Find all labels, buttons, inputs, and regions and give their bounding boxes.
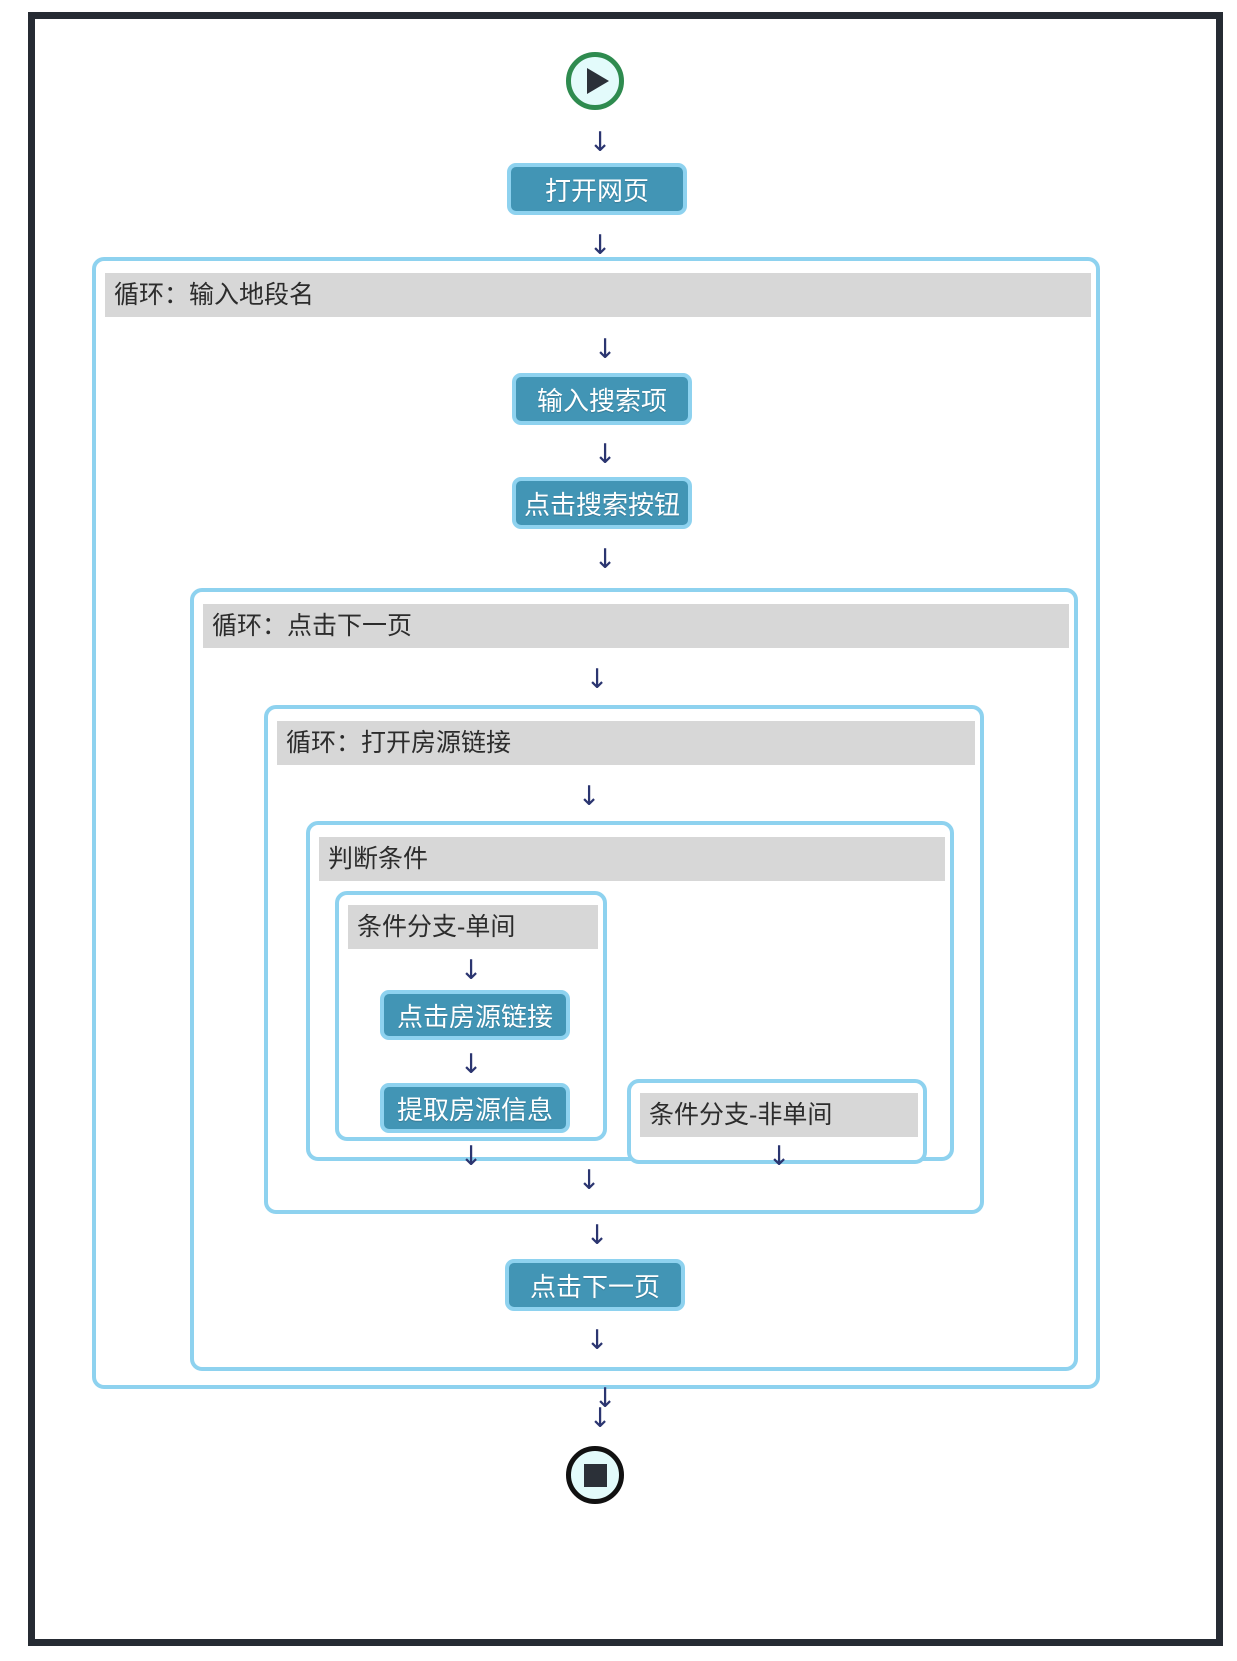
- arrow-extract-info-to-branch-end: ↓: [459, 1141, 483, 1172]
- play-icon: [587, 68, 609, 94]
- condition-container[interactable]: 判断条件 条件分支-单间 ↓ 点击房源链接 ↓ 提取房源信息 ↓: [306, 821, 954, 1170]
- loop-container-open-listing[interactable]: 循环：打开房源链接 ↓ 判断条件 条件分支-单间 ↓ 点击房源链接 ↓: [264, 705, 984, 1214]
- loop-container-district[interactable]: 循环：输入地段名 ↓ 输入搜索项 ↓ 点击搜索按钮 ↓ 循环：点击下一页 ↓ 循…: [92, 257, 1100, 1412]
- arrow-branch-not-single-end: ↓: [767, 1141, 791, 1172]
- step-input-search-term[interactable]: 输入搜索项: [512, 373, 692, 425]
- condition-title: 判断条件: [319, 837, 945, 881]
- step-open-webpage[interactable]: 打开网页: [507, 163, 687, 215]
- arrow-click-next-page-to-loop-end: ↓: [585, 1325, 609, 1356]
- arrow-loop-next-page-to-loop-open-listing: ↓: [585, 664, 609, 695]
- branch-container-not-single-room[interactable]: 条件分支-非单间 ↓: [627, 1079, 927, 1170]
- loop-next-page-title: 循环：点击下一页: [203, 604, 1069, 648]
- step-click-listing-link[interactable]: 点击房源链接: [380, 990, 570, 1040]
- loop-district-title: 循环：输入地段名: [105, 273, 1091, 317]
- loop-open-listing-title: 循环：打开房源链接: [277, 721, 975, 765]
- arrow-open-page-to-loop-district: ↓: [588, 230, 612, 261]
- branch-single-room-title: 条件分支-单间: [348, 905, 598, 949]
- arrow-loop-district-to-end-node: ↓: [588, 1403, 612, 1434]
- arrow-branch-single-to-click-listing: ↓: [459, 955, 483, 986]
- arrow-loop-open-listing-to-condition: ↓: [577, 781, 601, 812]
- branch-not-single-room-title: 条件分支-非单间: [640, 1093, 918, 1137]
- arrow-start-to-open-page: ↓: [588, 127, 612, 158]
- arrow-condition-to-loop-open-listing-end: ↓: [577, 1165, 601, 1196]
- diagram-frame: ↓ 打开网页 ↓ 循环：输入地段名 ↓ 输入搜索项 ↓ 点击搜索按钮 ↓ 循环：…: [28, 12, 1223, 1646]
- arrow-input-search-to-click-search: ↓: [593, 439, 617, 470]
- branch-container-single-room[interactable]: 条件分支-单间 ↓ 点击房源链接 ↓ 提取房源信息 ↓: [335, 891, 607, 1170]
- arrow-click-search-to-loop-next-page: ↓: [593, 544, 617, 575]
- arrow-loop-next-page-to-loop-district-end: ↓: [593, 1383, 617, 1414]
- step-click-next-page[interactable]: 点击下一页: [505, 1259, 685, 1311]
- step-click-search-button[interactable]: 点击搜索按钮: [512, 477, 692, 529]
- start-node[interactable]: [566, 52, 624, 110]
- arrow-loop-district-to-input-search: ↓: [593, 334, 617, 365]
- arrow-loop-open-listing-to-click-next-page: ↓: [585, 1220, 609, 1251]
- end-node[interactable]: [566, 1446, 624, 1504]
- loop-container-next-page[interactable]: 循环：点击下一页 ↓ 循环：打开房源链接 ↓ 判断条件 条件分支-单间 ↓: [190, 588, 1078, 1371]
- step-extract-listing-info[interactable]: 提取房源信息: [380, 1083, 570, 1133]
- arrow-click-listing-to-extract-info: ↓: [459, 1049, 483, 1080]
- stop-icon: [583, 1463, 607, 1487]
